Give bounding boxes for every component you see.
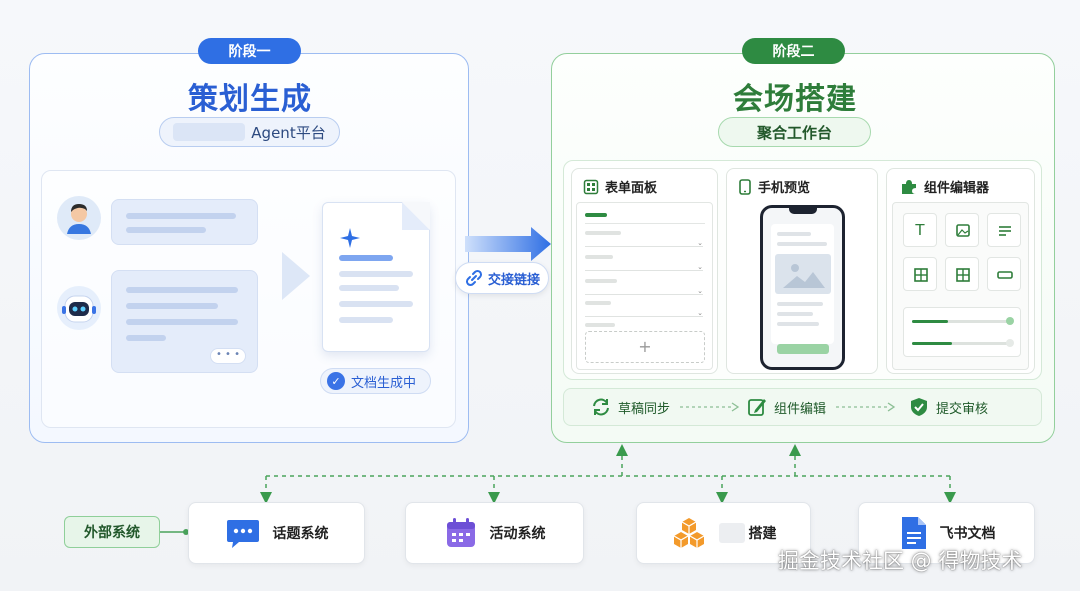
workbench-pill: 聚合工作台 xyxy=(718,117,871,147)
slider-two-fill xyxy=(912,342,952,345)
form-panel-title: 表单面板 xyxy=(583,177,657,196)
flow-arrow-icon xyxy=(836,402,896,412)
flow-step-label: 组件编辑 xyxy=(774,401,827,417)
phone-mockup xyxy=(760,205,845,370)
form-select[interactable]: ⌄ xyxy=(585,239,703,247)
phone-screen-card xyxy=(771,224,834,344)
grid-component-icon[interactable] xyxy=(903,257,937,291)
bot-message-bubble: • • • xyxy=(111,270,258,373)
slider-settings xyxy=(903,307,1021,357)
feishu-doc-card[interactable]: 飞书文档 xyxy=(858,502,1035,564)
shield-check-icon xyxy=(911,398,927,416)
external-systems-label: 外部系统 xyxy=(64,516,160,548)
doc-status-label: 文档生成中 xyxy=(351,375,417,391)
activity-system-label: 活动系统 xyxy=(489,526,546,542)
build-system-card[interactable]: 搭建 xyxy=(636,502,811,564)
activity-system-card[interactable]: 活动系统 xyxy=(405,502,584,564)
slider-one[interactable] xyxy=(912,317,1014,325)
component-grid: T xyxy=(892,202,1029,370)
edit-icon xyxy=(748,399,766,416)
generated-document xyxy=(322,202,430,352)
stage-two-title: 会场搭建 xyxy=(733,82,857,117)
table-component-icon[interactable] xyxy=(945,257,979,291)
phone-notch xyxy=(789,207,817,214)
flow-arrow-icon xyxy=(680,402,740,412)
flow-step-label: 提交审核 xyxy=(936,401,989,417)
form-preview: ⌄ ⌄ ⌄ ⌄ + xyxy=(576,202,713,370)
check-icon: ✓ xyxy=(327,372,345,390)
sparkle-icon xyxy=(340,228,360,248)
form-divider xyxy=(585,223,705,224)
stage-one-badge: 阶段一 xyxy=(198,38,301,64)
form-select[interactable]: ⌄ xyxy=(585,287,703,295)
stage-two-badge: 阶段二 xyxy=(742,38,845,64)
robot-avatar-icon xyxy=(57,286,101,330)
redacted-name xyxy=(718,523,745,543)
calendar-icon xyxy=(446,518,475,547)
slider-two-knob[interactable] xyxy=(1006,339,1014,347)
document-icon xyxy=(901,517,926,549)
form-select[interactable]: ⌄ xyxy=(585,309,703,317)
chevron-right-icon xyxy=(282,252,310,300)
slider-two[interactable] xyxy=(912,339,1014,347)
folded-corner xyxy=(402,202,430,230)
add-field-button[interactable]: + xyxy=(585,331,705,363)
form-select[interactable]: ⌄ xyxy=(585,263,703,271)
flow-step-submit-review: 提交审核 xyxy=(908,396,988,418)
agent-platform-label: Agent平台 xyxy=(251,123,326,142)
topic-system-label: 话题系统 xyxy=(272,526,329,542)
slider-one-knob[interactable] xyxy=(1006,317,1014,325)
slider-one-fill xyxy=(912,320,948,323)
component-editor-title: 组件编辑器 xyxy=(900,177,989,196)
doc-generating-status: ✓ 文档生成中 xyxy=(320,368,431,394)
cubes-icon xyxy=(673,518,704,548)
paragraph-component-icon[interactable] xyxy=(987,213,1021,247)
flow-step-label: 草稿同步 xyxy=(618,401,671,417)
build-system-label: 搭建 xyxy=(748,526,777,542)
stage-one-title: 策划生成 xyxy=(188,82,312,117)
redacted-name xyxy=(173,123,246,141)
mobile-preview-title: 手机预览 xyxy=(738,177,810,196)
user-message-bubble xyxy=(111,199,258,245)
mobile-preview-label: 手机预览 xyxy=(758,181,811,196)
handoff-link-label: 交接链接 xyxy=(487,272,540,288)
flow-step-draft-sync: 草稿同步 xyxy=(590,396,670,418)
puzzle-icon xyxy=(902,179,916,194)
phone-icon xyxy=(739,178,751,195)
feishu-doc-label: 飞书文档 xyxy=(939,526,996,542)
component-editor-label: 组件编辑器 xyxy=(924,181,990,196)
form-icon xyxy=(583,179,599,194)
watermark-text: 掘金技术社区 @ 得物技术 xyxy=(778,549,1023,573)
sync-icon xyxy=(593,398,609,416)
link-icon xyxy=(465,269,483,287)
chat-icon xyxy=(226,520,259,548)
text-component-icon[interactable]: T xyxy=(903,213,937,247)
user-avatar-icon xyxy=(57,196,101,240)
form-panel-label: 表单面板 xyxy=(605,181,658,196)
image-placeholder-icon xyxy=(775,254,831,294)
workflow-bar xyxy=(563,388,1042,426)
topic-system-card[interactable]: 话题系统 xyxy=(188,502,365,564)
button-component-icon[interactable] xyxy=(987,257,1021,291)
phone-submit-button[interactable] xyxy=(777,344,829,354)
handoff-link-button[interactable]: 交接链接 xyxy=(455,262,549,294)
handoff-arrow xyxy=(465,227,551,261)
agent-platform-pill: Agent平台 xyxy=(159,117,340,147)
image-component-icon[interactable] xyxy=(945,213,979,247)
flow-step-component-edit: 组件编辑 xyxy=(746,396,826,418)
more-dots-icon: • • • xyxy=(210,348,246,364)
